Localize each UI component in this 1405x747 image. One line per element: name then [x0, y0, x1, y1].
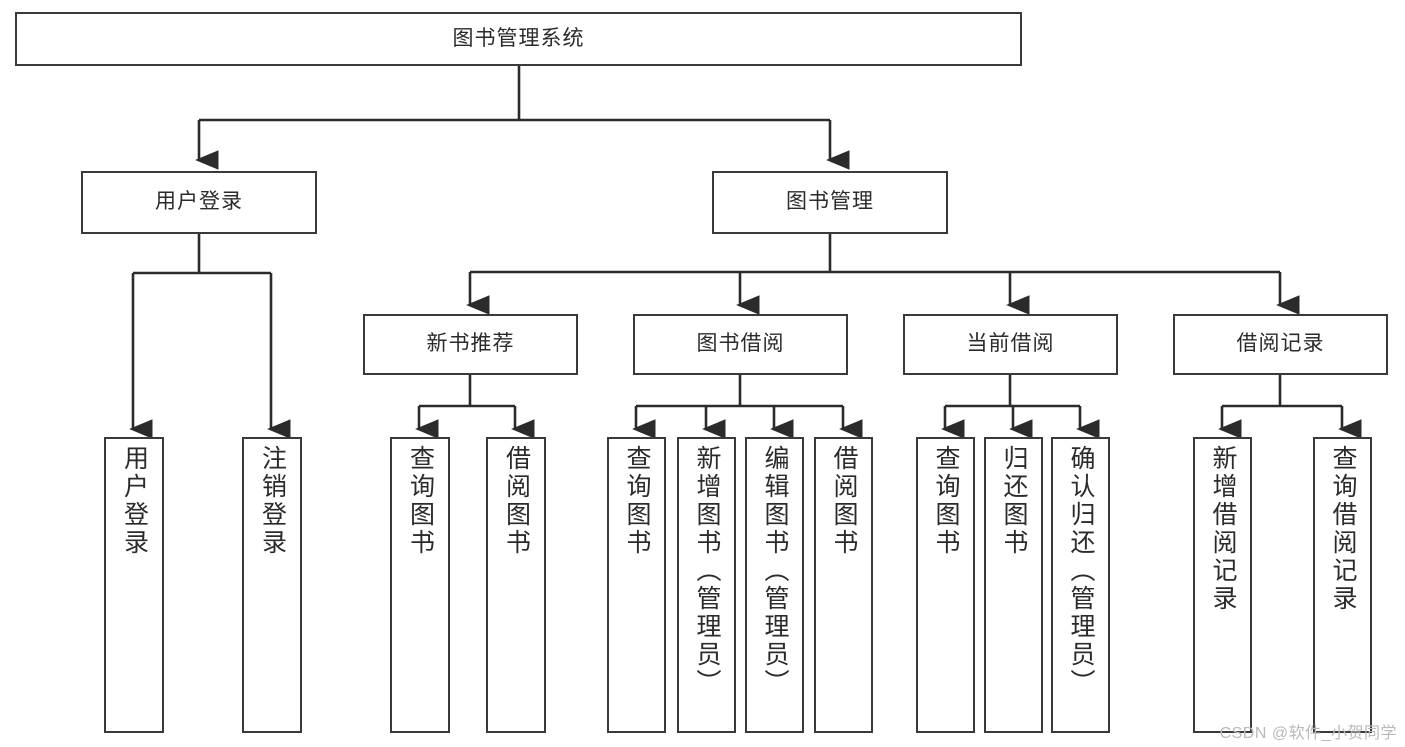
- node-new-book-recommend[interactable]: 新书推荐: [363, 314, 578, 375]
- leaf-edit-book-label: 编辑图书（管理员）: [761, 445, 789, 697]
- node-user-login[interactable]: 用户登录: [81, 171, 317, 234]
- leaf-edit-book[interactable]: 编辑图书（管理员）: [745, 437, 804, 733]
- leaf-logout[interactable]: 注销登录: [242, 437, 302, 733]
- leaf-user-login[interactable]: 用户登录: [104, 437, 164, 733]
- leaf-query-book-1-label: 查询图书: [406, 445, 435, 557]
- node-book-borrow[interactable]: 图书借阅: [633, 314, 848, 375]
- node-book-manage-label: 图书管理: [786, 190, 874, 214]
- node-user-login-label: 用户登录: [155, 190, 243, 214]
- leaf-confirm-return-label: 确认归还（管理员）: [1067, 445, 1095, 697]
- leaf-query-book-3-label: 查询图书: [932, 445, 960, 557]
- leaf-borrow-book-2-label: 借阅图书: [830, 445, 858, 557]
- node-root[interactable]: 图书管理系统: [15, 12, 1022, 66]
- leaf-confirm-return[interactable]: 确认归还（管理员）: [1051, 437, 1110, 733]
- leaf-add-record-label: 新增借阅记录: [1209, 445, 1237, 613]
- leaf-user-login-label: 用户登录: [120, 445, 149, 557]
- leaf-add-book[interactable]: 新增图书（管理员）: [677, 437, 736, 733]
- leaf-borrow-book-2[interactable]: 借阅图书: [814, 437, 873, 733]
- leaf-borrow-book-1-label: 借阅图书: [502, 445, 531, 557]
- node-new-book-recommend-label: 新书推荐: [426, 332, 515, 356]
- node-borrow-record-label: 借阅记录: [1236, 332, 1325, 356]
- leaf-add-book-label: 新增图书（管理员）: [693, 445, 721, 697]
- leaf-query-record-label: 查询借阅记录: [1329, 445, 1357, 613]
- node-current-borrow[interactable]: 当前借阅: [903, 314, 1118, 375]
- leaf-add-record[interactable]: 新增借阅记录: [1193, 437, 1252, 733]
- leaf-return-book[interactable]: 归还图书: [984, 437, 1043, 733]
- node-borrow-record[interactable]: 借阅记录: [1173, 314, 1388, 375]
- leaf-logout-label: 注销登录: [258, 445, 287, 557]
- leaf-query-book-2-label: 查询图书: [623, 445, 651, 557]
- csdn-watermark: CSDN @软件_小贺同学: [1219, 725, 1397, 742]
- node-current-borrow-label: 当前借阅: [966, 332, 1055, 356]
- leaf-query-record[interactable]: 查询借阅记录: [1313, 437, 1372, 733]
- leaf-return-book-label: 归还图书: [1000, 445, 1028, 557]
- leaf-query-book-1[interactable]: 查询图书: [390, 437, 450, 733]
- leaf-query-book-2[interactable]: 查询图书: [607, 437, 666, 733]
- node-book-borrow-label: 图书借阅: [696, 332, 785, 356]
- node-book-manage[interactable]: 图书管理: [712, 171, 948, 234]
- node-root-label: 图书管理系统: [452, 26, 585, 50]
- leaf-borrow-book-1[interactable]: 借阅图书: [486, 437, 546, 733]
- leaf-query-book-3[interactable]: 查询图书: [916, 437, 975, 733]
